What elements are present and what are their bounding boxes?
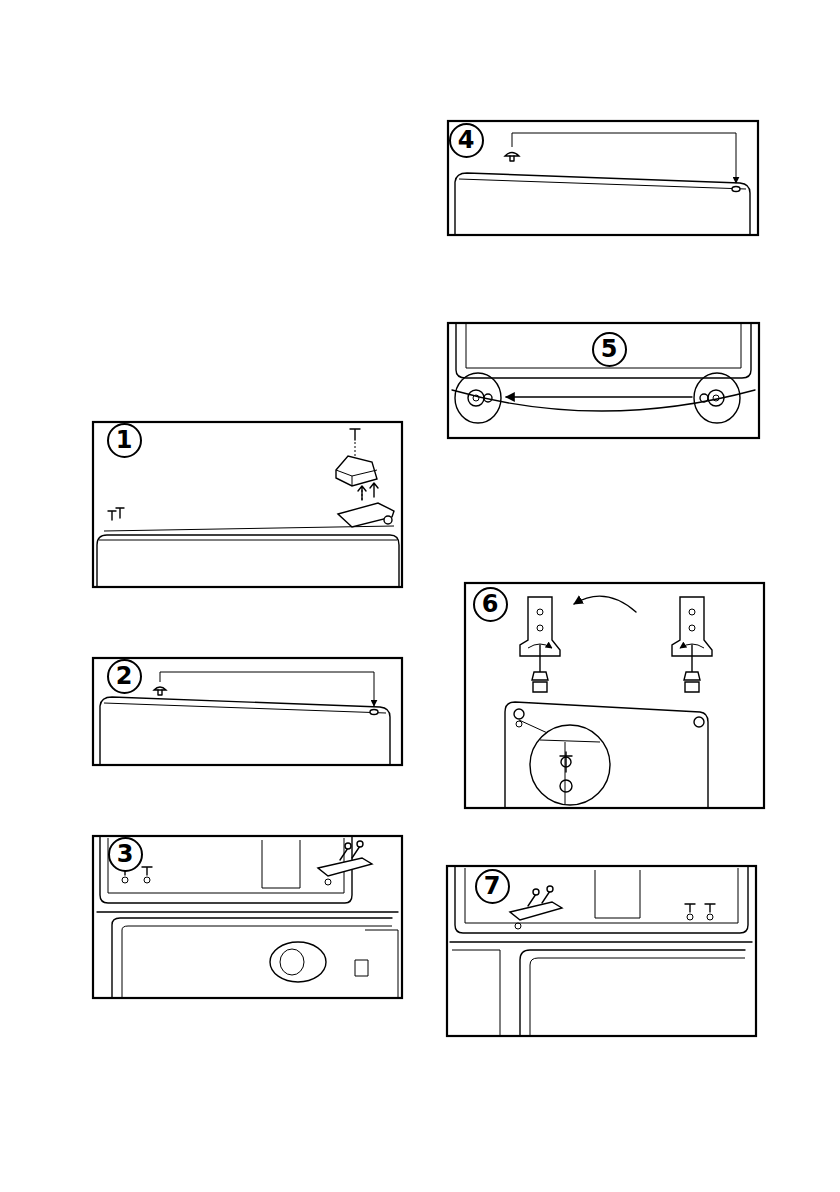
- step-number: 7: [484, 874, 501, 898]
- step-number: 4: [458, 128, 475, 152]
- step-number-circle: 1: [107, 423, 142, 458]
- panel-3-middle-hinge: [93, 836, 402, 998]
- hinge-right: [672, 597, 712, 692]
- step-number: 3: [117, 842, 134, 866]
- step-number-circle: 7: [475, 869, 510, 904]
- panel-1-hinge-removal: [93, 422, 402, 587]
- step-number-circle: 4: [449, 123, 484, 158]
- step-number-circle: 6: [473, 587, 508, 622]
- panel-2-plug-move: [93, 658, 402, 765]
- step-number-circle: 3: [108, 837, 143, 872]
- panel-4-plug-move: [448, 121, 758, 235]
- step-number: 6: [482, 592, 499, 616]
- step-number-circle: 2: [107, 659, 142, 694]
- panel-7-middle-hinge: [447, 866, 756, 1036]
- panel-5-door-bottom: [448, 323, 759, 438]
- step-number: 1: [116, 428, 133, 452]
- panel-6-bottom-hinge: [465, 583, 764, 808]
- step-number: 2: [116, 664, 133, 688]
- hinge-left: [520, 597, 560, 692]
- step-number: 5: [601, 337, 618, 361]
- step-number-circle: 5: [592, 332, 627, 367]
